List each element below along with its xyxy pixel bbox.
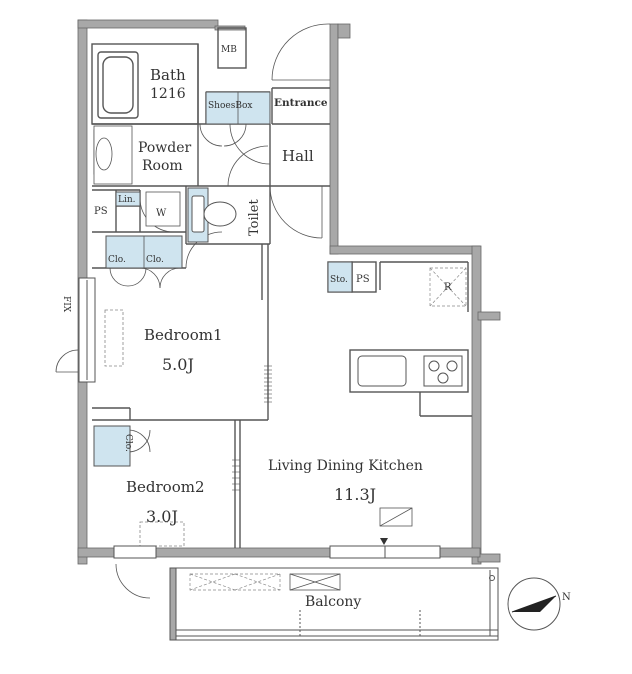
balcony [169, 567, 499, 641]
refrigerator [429, 267, 467, 307]
washer [145, 191, 181, 227]
ldk-label: Living Dining Kitchen [268, 458, 423, 474]
closet-2-label: Clo. [146, 255, 164, 265]
bedroom2-label: Bedroom2 [126, 478, 205, 496]
outdoor-unit [289, 573, 341, 591]
storage-label: Sto. [330, 275, 348, 285]
fix-label: FIX [61, 296, 71, 313]
kitchen-fixtures [357, 355, 463, 387]
toilet-fixture [191, 195, 237, 233]
wall-ticks [232, 365, 272, 491]
shoes-box-label: ShoesBox [208, 101, 252, 111]
compass-rose [507, 577, 561, 631]
powder-room-label-2: Room [142, 158, 183, 174]
washer-label: W [156, 208, 167, 219]
bedroom1-size-label: 5.0J [162, 355, 194, 374]
bedroom2-size-label: 3.0J [146, 507, 178, 526]
bath-label: Bath [150, 66, 186, 84]
ldk-size-label: 11.3J [334, 485, 376, 504]
mb-label: MB [221, 45, 237, 55]
powder-room-label-1: Powder [138, 140, 192, 156]
entrance-label: Entrance [274, 97, 328, 109]
storage-dividers [143, 92, 239, 268]
ldk-marker [380, 538, 388, 545]
balcony-label: Balcony [305, 594, 361, 610]
bedroom2-door-arc [115, 563, 151, 599]
ps-right-label: PS [356, 274, 370, 285]
balcony-units [189, 573, 281, 591]
powder-sink [93, 125, 133, 185]
toilet-label: Toilet [247, 199, 262, 236]
bedroom1-label: Bedroom1 [144, 326, 223, 344]
bath-size-label: 1216 [150, 86, 186, 102]
ac-symbol [379, 507, 413, 527]
closet-3-label: Clo. [123, 434, 133, 452]
compass-north-label: N [562, 592, 571, 603]
refrigerator-label: R [444, 282, 452, 293]
dashed-markers [104, 309, 185, 547]
closet-1-label: Clo. [108, 255, 126, 265]
fix-window [55, 277, 96, 383]
ps-left-label: PS [94, 206, 108, 217]
bottom-windows [113, 545, 441, 559]
lin-label: Lin. [118, 195, 136, 205]
hall-label: Hall [282, 147, 314, 165]
